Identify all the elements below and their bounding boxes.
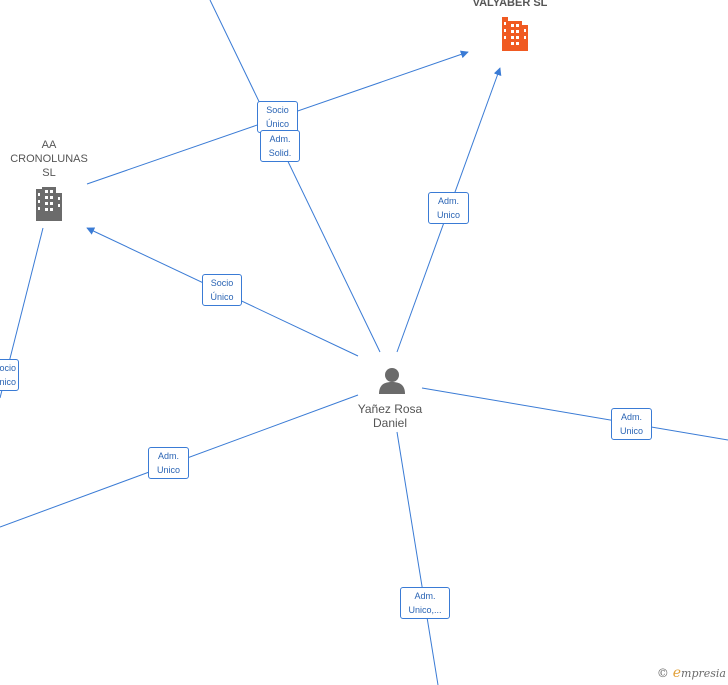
company-name-line: SL	[42, 167, 56, 179]
edge-line-person-to-offscreen-right	[421, 387, 728, 441]
edge-line-offscreen-top-to-person	[209, 0, 381, 353]
edge-label-adm-unico-more[interactable]: Adm. Unico,...	[400, 587, 450, 619]
edge-label-line: Unico	[156, 465, 180, 475]
building-icon[interactable]	[36, 187, 62, 221]
edge-label-line: Adm.	[437, 196, 459, 206]
edge-label-line: Solid.	[268, 148, 292, 158]
copyright-symbol: ©	[656, 666, 669, 680]
node-label-cronolunas[interactable]: AA CRONOLUNAS SL	[0, 138, 98, 180]
edge-label-line: Unico	[619, 426, 643, 436]
edge-label-adm-solid[interactable]: Adm. Solid.	[260, 130, 300, 162]
edge-label-line: Único	[265, 119, 289, 129]
edge-label-socio-unico-partial[interactable]: ocio nico	[0, 359, 19, 391]
edge-label-line: Adm.	[157, 451, 179, 461]
company-name-line: CRONOLUNAS	[10, 153, 88, 165]
edge-line-person-to-offscreen-bottom	[396, 431, 439, 685]
person-icon[interactable]	[379, 368, 405, 394]
empresia-watermark: © empresia	[657, 665, 726, 681]
edge-label-line: Socio	[266, 105, 289, 115]
edge-label-socio-unico[interactable]: Socio Único	[202, 274, 242, 306]
edge-label-adm-unico[interactable]: Adm. Unico	[148, 447, 189, 479]
node-label-valyaber[interactable]: VALYABER SL	[448, 0, 572, 10]
edge-label-socio-unico[interactable]: Socio Único	[257, 101, 298, 133]
edge-label-line: Adm.	[620, 412, 642, 422]
edge-label-adm-unico[interactable]: Adm. Unico	[428, 192, 469, 224]
edge-label-line: Socio	[210, 278, 234, 288]
edge-label-line: Unico	[436, 210, 460, 220]
brand-name: mpresia	[681, 667, 726, 680]
company-name: VALYABER SL	[472, 0, 548, 9]
edge-label-line: Adm.	[414, 591, 436, 601]
person-name-line: Yañez Rosa	[357, 402, 423, 416]
edge-label-adm-unico[interactable]: Adm. Unico	[611, 408, 652, 440]
edge-label-line: Unico,...	[408, 605, 442, 615]
person-name-line: Daniel	[372, 416, 408, 430]
brand-initial: e	[672, 665, 682, 681]
building-icon[interactable]	[502, 17, 528, 51]
company-name-line: AA	[41, 139, 57, 151]
edge-label-line: Adm.	[269, 134, 291, 144]
edge-label-line: Único	[210, 292, 234, 302]
edge-label-line: ocio	[0, 363, 16, 373]
edge-label-line: nico	[0, 377, 16, 387]
node-label-person[interactable]: Yañez Rosa Daniel	[340, 402, 440, 430]
